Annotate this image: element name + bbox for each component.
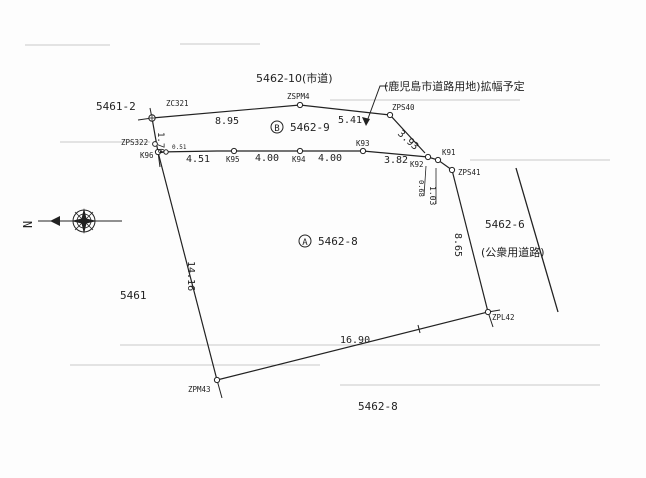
point-label-zps40: ZPS40 — [392, 103, 415, 112]
bottom-tick — [417, 324, 421, 334]
point-label-k96: K96 — [140, 151, 154, 160]
point-marker-k96 — [154, 148, 162, 156]
point-marker-k94 — [296, 147, 304, 155]
lot-a-number: 5462-8 — [318, 235, 358, 248]
point-marker-zps40 — [386, 111, 394, 119]
leader-arrowhead — [362, 117, 370, 126]
lot-label-left-top: 5461-2 — [96, 100, 136, 113]
point-marker-zpl42 — [484, 308, 492, 316]
dim-tiny: 0.51 — [172, 144, 187, 151]
dim-mid-3: 4.00 — [318, 153, 342, 164]
dim-right: 8.65 — [452, 233, 463, 257]
dim-mid-2: 4.00 — [255, 153, 279, 164]
dim-small-b: 1.03 — [428, 186, 437, 205]
point-label-zps322: ZPS322 — [121, 138, 148, 147]
point-labels: ZC321 ZSPM4 ZPS40 ZPS322 K96 K95 K94 K93… — [121, 92, 515, 394]
point-label-zc321: ZC321 — [166, 99, 189, 108]
lot-label-right: 5462-6 — [485, 218, 525, 231]
boundary-lot-a — [157, 150, 489, 381]
point-label-zspm4: ZSPM4 — [287, 92, 310, 101]
dim-left: 14.16 — [185, 261, 196, 291]
lot-b-number: 5462-9 — [290, 121, 330, 134]
point-marker-zspm4 — [296, 101, 304, 109]
faint-scan-marks — [25, 43, 610, 386]
survey-point-markers — [148, 101, 492, 384]
point-label-zps41: ZPS41 — [458, 168, 481, 177]
dim-left-small: 1.70 — [155, 132, 165, 154]
lot-note-right: (公衆用道路) — [481, 245, 545, 259]
dim-small-a: 0.68 — [417, 180, 425, 197]
point-marker-zpm43 — [213, 376, 221, 384]
dim-bottom: 16.90 — [340, 335, 370, 346]
boundary-lot-b-top — [151, 104, 426, 154]
north-label: N — [21, 221, 35, 228]
dim-mid-4: 3.82 — [384, 155, 408, 166]
lot-b-mark: B — [274, 124, 279, 134]
point-marker-k92 — [424, 153, 432, 161]
north-compass-icon — [38, 208, 122, 234]
point-marker-k96-aux — [163, 149, 169, 155]
point-label-zpm43: ZPM43 — [188, 385, 211, 394]
point-marker-k93 — [359, 147, 367, 155]
point-label-k94: K94 — [292, 155, 306, 164]
point-label-k95: K95 — [226, 155, 240, 164]
point-label-k92: K92 — [410, 160, 424, 169]
road-edge-line — [515, 167, 559, 313]
point-label-k91: K91 — [442, 148, 456, 157]
point-marker-zps322 — [152, 141, 158, 147]
point-marker-zps41 — [448, 166, 456, 174]
dim-top-1: 8.95 — [215, 116, 239, 127]
small-offset-dims — [423, 165, 437, 204]
lot-label-bottom: 5462-8 — [358, 400, 398, 413]
boundary-lot-b-left — [151, 117, 159, 153]
widening-leader — [365, 85, 388, 125]
point-marker-zc321 — [148, 114, 156, 122]
lot-label-top-road: 5462-10(市道) — [256, 71, 333, 85]
point-label-zpl42: ZPL42 — [492, 313, 515, 322]
dim-top-2: 5.41 — [338, 115, 362, 126]
point-marker-k91 — [434, 156, 442, 164]
lot-label-left-mid: 5461 — [120, 289, 147, 302]
dim-diagonal: 3.93 — [395, 128, 420, 152]
point-marker-k95 — [230, 147, 238, 155]
lot-a-mark: A — [302, 238, 308, 248]
lot-a-label: A 5462-8 — [298, 234, 358, 248]
dim-mid-1: 4.51 — [186, 154, 210, 165]
lot-b-label: B 5462-9 — [270, 120, 330, 134]
point-label-k93: K93 — [356, 139, 370, 148]
dimension-labels: 8.95 5.41 3.93 1.70 0.51 4.51 4.00 4.00 … — [155, 115, 463, 346]
widening-note: (鹿児島市道路用地)拡幅予定 — [384, 79, 525, 93]
